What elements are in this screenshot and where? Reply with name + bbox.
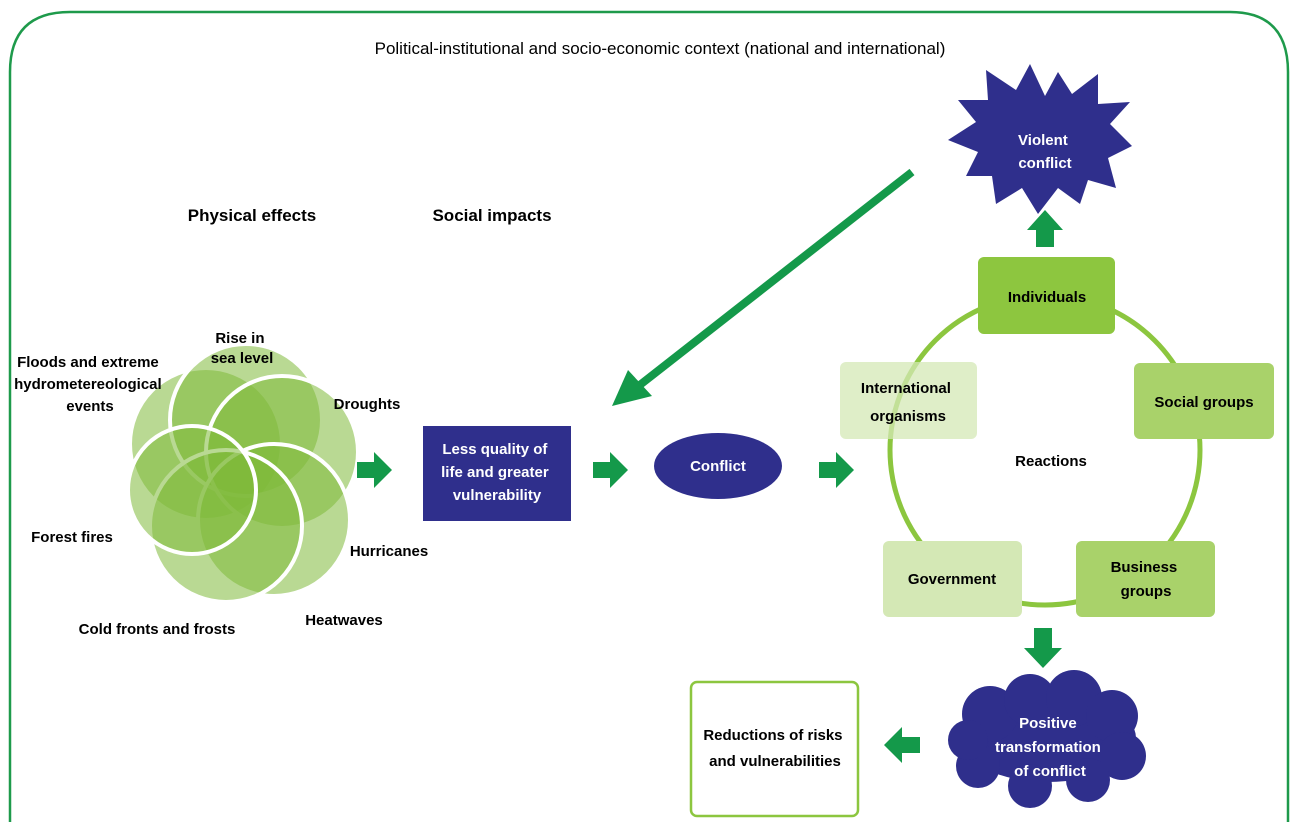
label-cold-fronts: Cold fronts and frosts — [79, 621, 236, 638]
conflict-node — [654, 433, 782, 499]
impact-box-text: Less quality of life and greater vulnera… — [441, 441, 553, 504]
arrow-right-icon — [357, 452, 392, 488]
social-impacts-heading: Social impacts — [432, 206, 551, 225]
arrow-left-icon — [884, 727, 920, 763]
government-label: Government — [908, 571, 996, 588]
international-organisms-label: International organisms — [861, 380, 955, 425]
label-heatwaves: Heatwaves — [305, 612, 383, 629]
individuals-label: Individuals — [1008, 289, 1086, 306]
context-frame — [8, 10, 1290, 822]
positive-transformation-cloud — [948, 670, 1146, 808]
arrow-right-icon — [819, 452, 854, 488]
label-floods: Floods and extreme hydrometereological e… — [14, 354, 166, 415]
international-organisms-box — [840, 362, 977, 439]
arrow-down-icon — [1024, 628, 1062, 668]
arrow-up-icon — [1027, 210, 1063, 247]
business-groups-box — [1076, 541, 1215, 617]
label-rise-sea-level: Rise in sea level — [211, 330, 274, 367]
label-hurricanes: Hurricanes — [350, 543, 428, 560]
reductions-label: Reductions of risks and vulnerabilities — [703, 727, 846, 770]
social-groups-label: Social groups — [1154, 394, 1253, 411]
conflict-label: Conflict — [690, 458, 746, 475]
reactions-label: Reactions — [1015, 453, 1087, 470]
physical-effects-flower — [126, 342, 360, 604]
business-groups-label: Business groups — [1111, 559, 1182, 600]
effect-circle — [126, 424, 258, 556]
individuals-box — [978, 257, 1115, 334]
impact-box — [423, 426, 571, 521]
context-title: Political-institutional and socio-econom… — [375, 39, 946, 58]
arrow-right-icon — [593, 452, 628, 488]
label-forest-fires: Forest fires — [31, 529, 113, 546]
feedback-arrow-head — [612, 370, 652, 406]
violent-conflict-label: Violent conflict — [1018, 132, 1072, 172]
reductions-box — [689, 680, 860, 818]
label-droughts: Droughts — [334, 396, 401, 413]
feedback-arrow — [633, 168, 915, 392]
social-groups-box — [1134, 363, 1274, 439]
physical-effects-heading: Physical effects — [188, 206, 317, 225]
violent-conflict-star — [948, 64, 1132, 214]
positive-transformation-label: Positive transformation of conflict — [995, 715, 1105, 780]
government-box — [883, 541, 1022, 617]
